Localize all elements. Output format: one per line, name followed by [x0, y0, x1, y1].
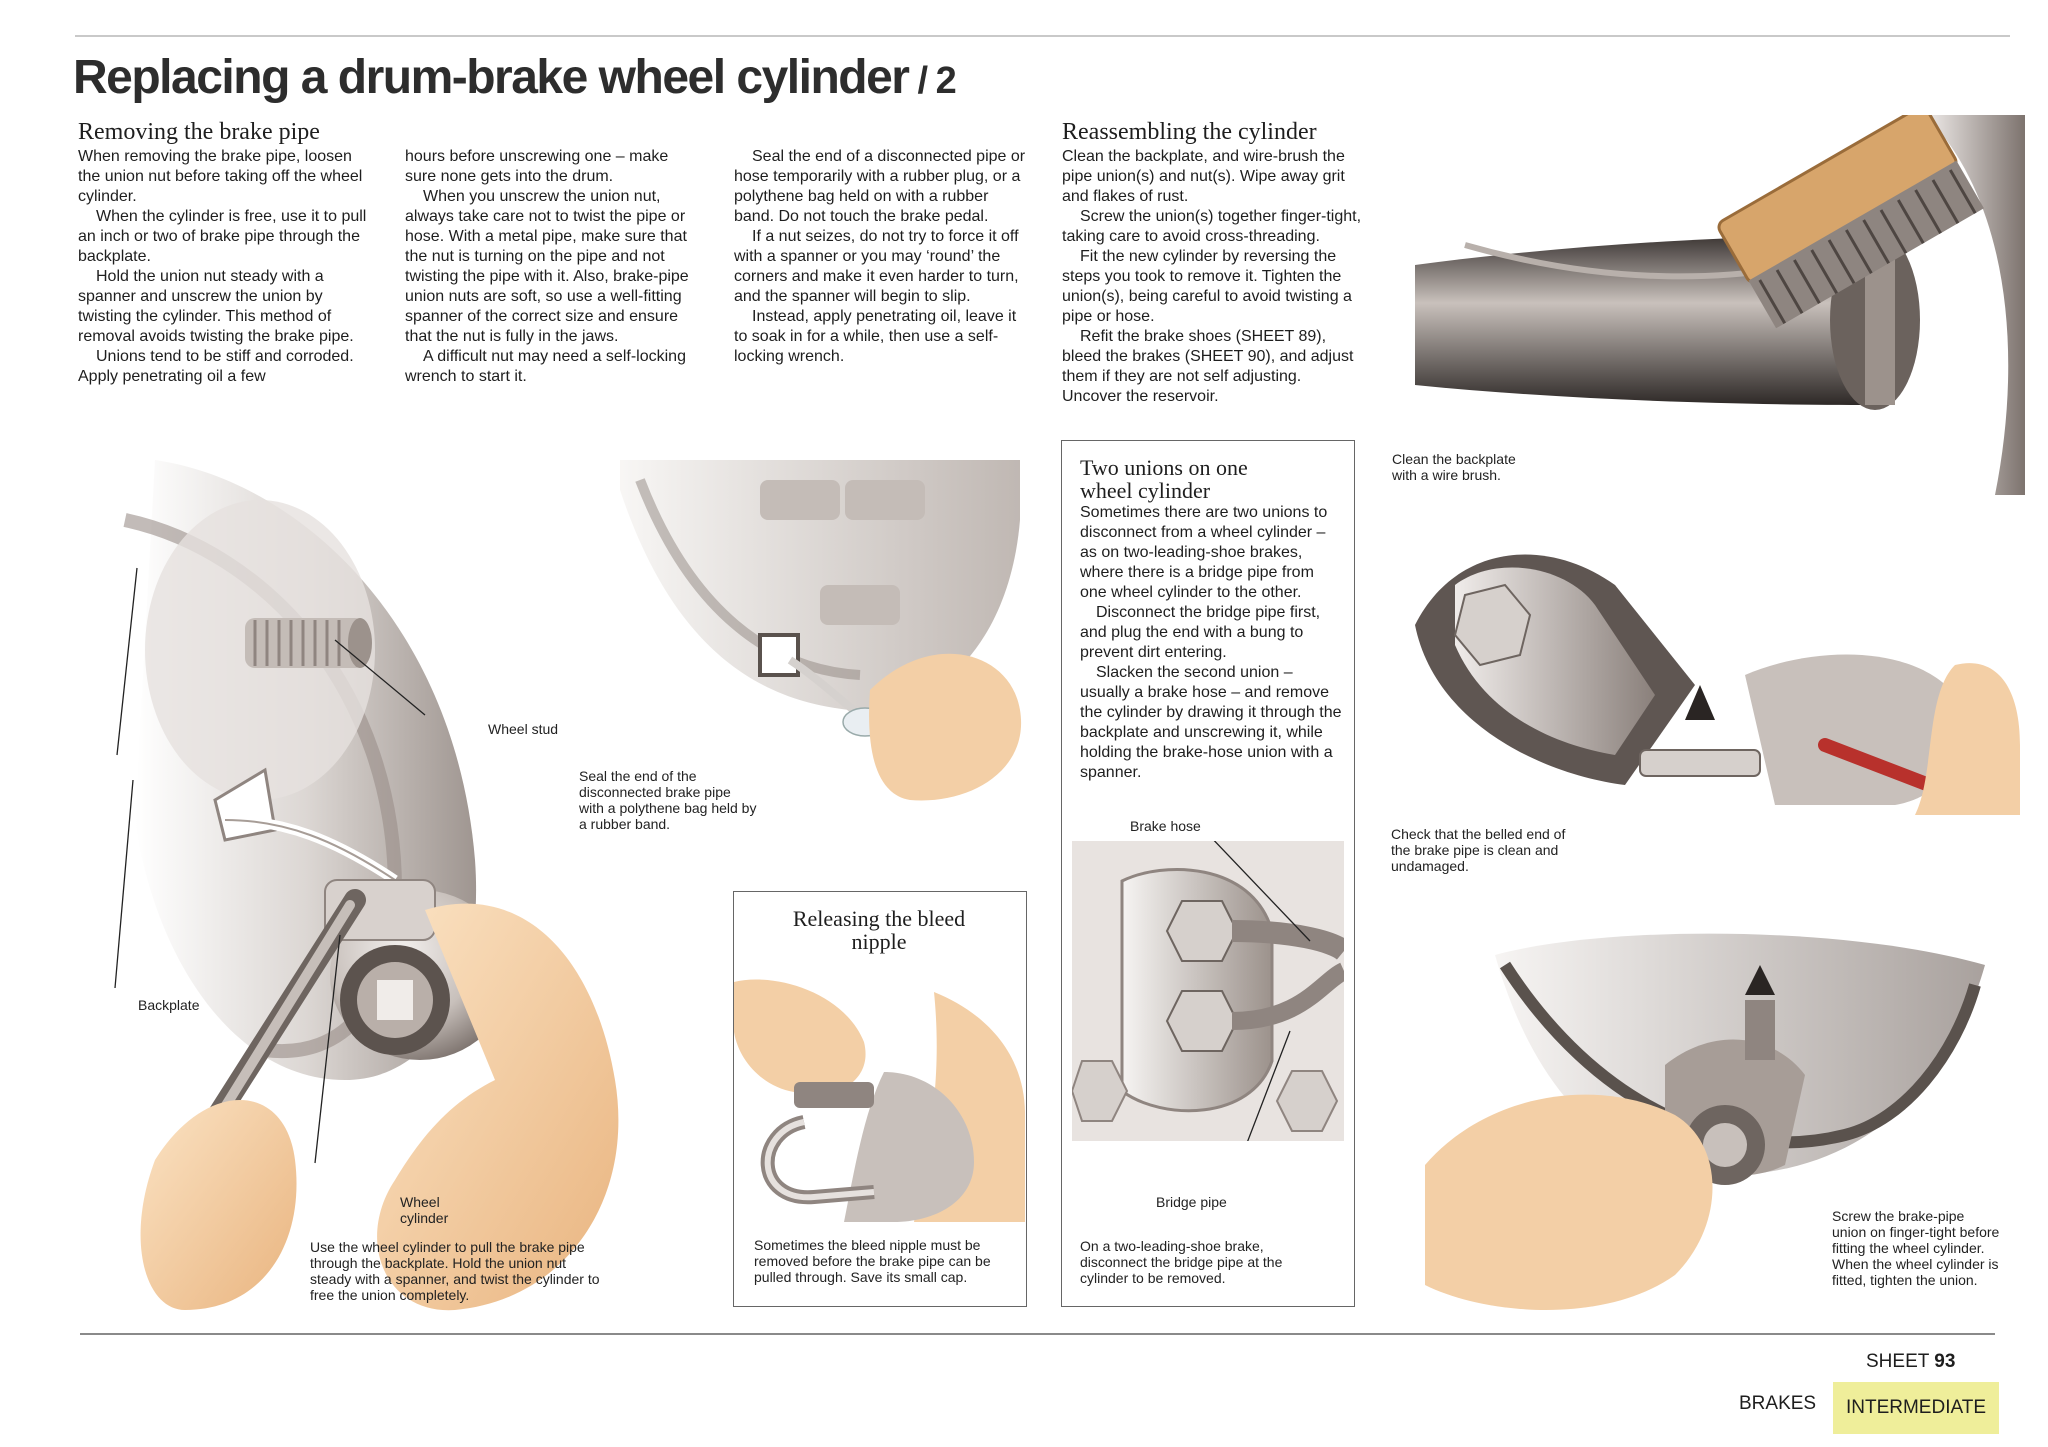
paragraph: A difficult nut may need a self-locking … — [405, 348, 686, 385]
section-heading-removing: Removing the brake pipe — [78, 119, 320, 145]
paragraph: Hold the union nut steady with a spanner… — [78, 268, 354, 345]
wire-brush-illustration — [1415, 115, 2025, 495]
caption-check: Check that the belled end of the brake p… — [1391, 826, 1566, 874]
left-hand-shape — [140, 1100, 297, 1310]
two-unions-illustration — [1072, 841, 1344, 1141]
label-bridge-pipe: Bridge pipe — [1156, 1194, 1227, 1210]
stud-shapes — [760, 480, 925, 625]
paragraph: hours before unscrewing one – make sure … — [405, 148, 669, 185]
paragraph: Refit the brake shoes (SHEET 89), bleed … — [1062, 328, 1354, 405]
bleed-nipple-box: Releasing the bleed nipple Sometimes the… — [733, 891, 1027, 1307]
paragraph: Disconnect the bridge pipe first, and pl… — [1080, 604, 1321, 661]
hand-shape — [1425, 1094, 1713, 1310]
unions-box-title: Two unions on one wheel cylinder — [1080, 455, 1248, 503]
column-reassembling: Reassembling the cylinder Clean the back… — [1062, 118, 1362, 407]
caption-unions: On a two-leading-shoe brake, disconnect … — [1080, 1238, 1283, 1286]
paragraph: Clean the backplate, and wire-brush the … — [1062, 148, 1345, 205]
paragraph: Screw the union(s) together finger-tight… — [1062, 208, 1362, 245]
label-wheel-cylinder: Wheel cylinder — [400, 1194, 449, 1226]
seal-pipe-illustration — [620, 460, 1022, 801]
caption-screw: Screw the brake-pipe union on finger-tig… — [1832, 1208, 2000, 1288]
paragraph: Slacken the second union – usually a bra… — [1080, 664, 1342, 781]
bleed-nipple-shape — [794, 1082, 874, 1108]
page-title: Replacing a drum-brake wheel cylinder / … — [73, 51, 957, 104]
paragraph: If a nut seizes, do not try to force it … — [734, 228, 1019, 305]
section-heading-reassembling: Reassembling the cylinder — [1062, 119, 1317, 145]
paragraph: Fit the new cylinder by reversing the st… — [1062, 248, 1352, 325]
paragraph: Instead, apply penetrating oil, leave it… — [734, 308, 1017, 365]
bottom-rule — [80, 1333, 1995, 1335]
hand-shape — [869, 653, 1022, 801]
column-sealing-text: Seal the end of a disconnected pipe or h… — [734, 147, 1029, 367]
caption-bleed: Sometimes the bleed nipple must be remov… — [754, 1237, 991, 1285]
label-brake-hose: Brake hose — [1130, 818, 1201, 834]
wheel-stud-shape — [245, 618, 372, 668]
screw-union-illustration — [1425, 933, 1985, 1310]
main-brake-illustration — [114, 460, 619, 1311]
section-label: BRAKES — [1739, 1393, 1817, 1414]
difficulty-badge: INTERMEDIATE — [1833, 1382, 1999, 1434]
right-hand-shape — [377, 903, 619, 1311]
wheel-cylinder-shape — [324, 879, 510, 1060]
bleed-nipple-illustration — [734, 979, 1025, 1222]
caption-main: Use the wheel cylinder to pull the brake… — [310, 1239, 600, 1303]
paragraph: When removing the brake pipe, loosen the… — [78, 148, 363, 205]
sheet-number: SHEET 93 — [1866, 1351, 1956, 1372]
column-removing-brake-pipe: Removing the brake pipe When removing th… — [78, 118, 368, 387]
paragraph: When you unscrew the union nut, always t… — [405, 188, 689, 345]
unions-box-text: Sometimes there are two unions to discon… — [1080, 503, 1342, 783]
label-backplate: Backplate — [138, 997, 200, 1013]
top-rule — [75, 35, 2010, 37]
paragraph: When the cylinder is free, use it to pul… — [78, 208, 367, 265]
paragraph: Sometimes there are two unions to discon… — [1080, 504, 1328, 601]
wire-brush-shape — [1717, 115, 1984, 329]
label-wheel-stud: Wheel stud — [488, 721, 559, 737]
bleed-box-title: Releasing the bleed nipple — [792, 906, 966, 954]
paragraph: Unions tend to be stiff and corroded. Ap… — [78, 348, 354, 385]
caption-clean: Clean the backplate with a wire brush. — [1392, 451, 1516, 483]
two-unions-box: Two unions on one wheel cylinder Sometim… — [1061, 440, 1355, 1307]
column-continued-text: hours before unscrewing one – make sure … — [405, 147, 700, 387]
belled-end-illustration — [1415, 554, 2020, 815]
paragraph: Seal the end of a disconnected pipe or h… — [734, 148, 1026, 225]
caption-seal: Seal the end of the disconnected brake p… — [579, 768, 757, 832]
